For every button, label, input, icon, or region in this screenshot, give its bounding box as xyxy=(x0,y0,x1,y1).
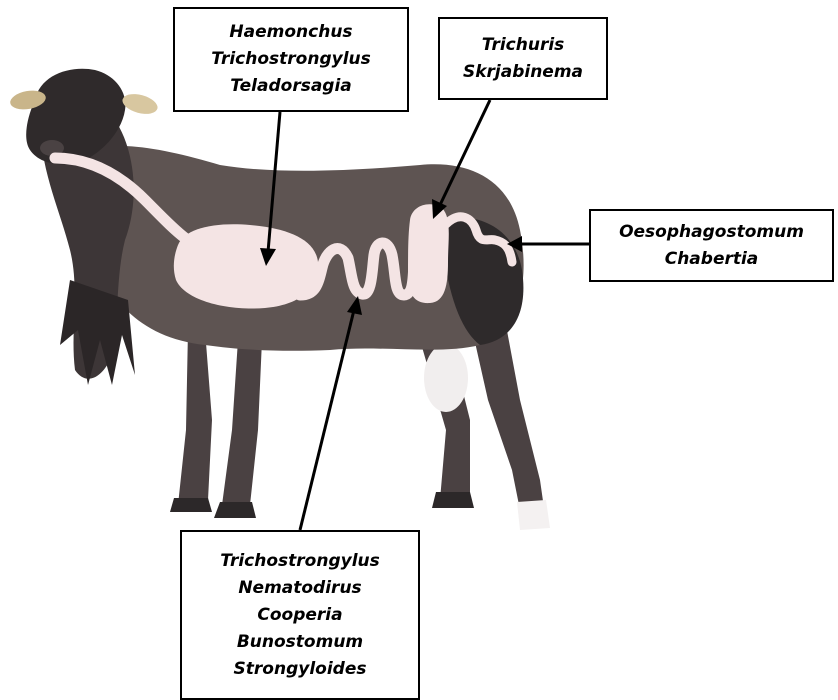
abomasum-parasites-label: Haemonchus Trichostrongylus Teladorsagia xyxy=(173,7,409,112)
parasite-name: Trichostrongylus xyxy=(211,46,371,73)
right-ear xyxy=(120,91,159,118)
small-intestine-parasites-label: Trichostrongylus Nematodirus Cooperia Bu… xyxy=(180,530,420,700)
parasite-name: Skrjabinema xyxy=(463,59,583,86)
parasite-name: Teladorsagia xyxy=(230,73,352,100)
udder xyxy=(424,344,468,412)
colon-parasites-label: Oesophagostomum Chabertia xyxy=(589,209,834,282)
parasite-name: Bunostomum xyxy=(237,629,363,656)
parasite-name: Nematodirus xyxy=(238,575,361,602)
parasite-name: Chabertia xyxy=(665,246,759,273)
parasite-name: Trichuris xyxy=(482,32,565,59)
parasite-name: Strongyloides xyxy=(234,656,367,683)
sheep-legs xyxy=(178,320,545,520)
abomasum xyxy=(174,224,318,308)
parasite-name: Haemonchus xyxy=(229,19,352,46)
parasite-name: Oesophagostomum xyxy=(619,219,804,246)
parasite-name: Cooperia xyxy=(257,602,342,629)
cecum-parasites-label: Trichuris Skrjabinema xyxy=(438,17,608,100)
cecum xyxy=(408,204,449,303)
parasite-name: Trichostrongylus xyxy=(220,548,380,575)
